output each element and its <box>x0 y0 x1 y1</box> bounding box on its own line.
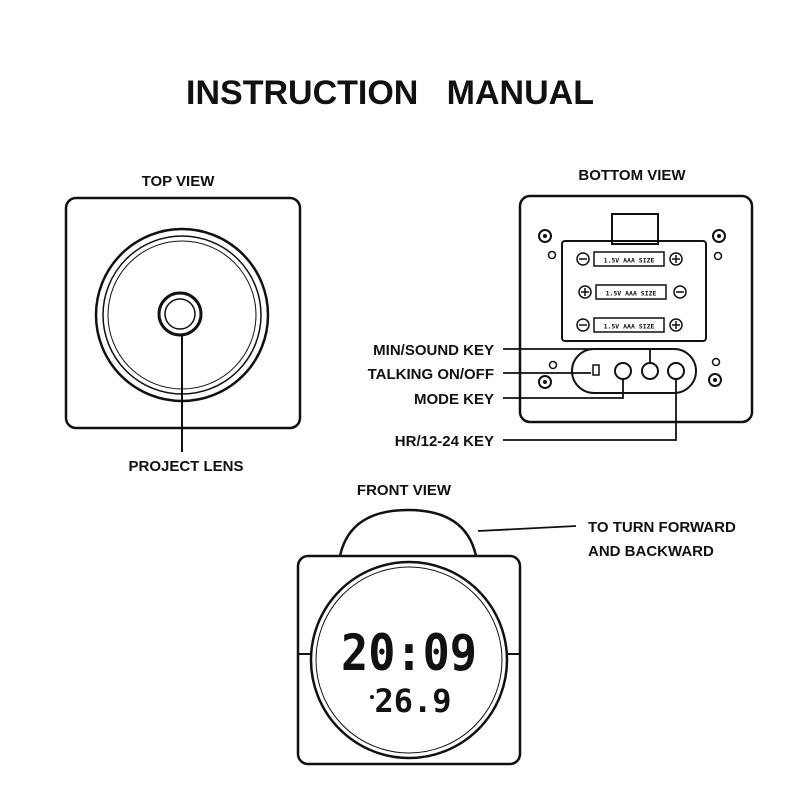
project-lens-icon <box>157 291 203 337</box>
front-view-heading: FRONT VIEW <box>357 482 452 499</box>
temperature-display: 26.9 <box>374 682 451 720</box>
battery-cell <box>593 317 665 333</box>
temperature-indicator-icon <box>370 695 374 699</box>
small-hole-icon <box>547 250 557 260</box>
small-hole-icon <box>713 251 723 261</box>
battery-compartment <box>561 240 707 342</box>
hr-12-24-key-button[interactable] <box>667 362 685 380</box>
battery-label: 1.5V AAA SIZE <box>606 290 657 298</box>
turn-label-line-2: AND BACKWARD <box>588 543 714 560</box>
battery-cell <box>593 251 665 267</box>
battery-plus-icon <box>669 318 683 332</box>
key-panel <box>571 348 697 394</box>
screw-icon <box>712 229 726 243</box>
top-view-heading: TOP VIEW <box>142 173 216 190</box>
time-display: 20:09 <box>341 624 477 682</box>
talking-on-off-label: TALKING ON/OFF <box>368 366 494 383</box>
battery-1: 1.5V AAA SIZE <box>576 251 683 267</box>
screw-icon <box>538 375 552 389</box>
battery-plus-icon <box>578 285 592 299</box>
screw-icon <box>538 229 552 243</box>
turn-leader-line <box>477 525 577 532</box>
battery-minus-icon <box>576 318 590 332</box>
bottom-view-body <box>518 194 754 424</box>
min-sound-key-label: MIN/SOUND KEY <box>373 342 494 359</box>
lcd-display <box>309 560 509 760</box>
project-lens-inner-icon <box>164 298 196 330</box>
mode-key-label: MODE KEY <box>414 391 494 408</box>
project-lens-label: PROJECT LENS <box>128 458 243 475</box>
battery-minus-icon <box>673 285 687 299</box>
bottom-view: BOTTOM VIEW 1.5V AAA SIZE 1.5V AAA SIZE <box>368 167 754 450</box>
mode-leader-line <box>503 379 624 399</box>
screw-icons <box>538 229 726 389</box>
battery-2: 1.5V AAA SIZE <box>578 284 687 300</box>
rotating-projector-head <box>338 508 478 557</box>
min-sound-key-button[interactable] <box>641 362 659 380</box>
top-view: TOP VIEW PROJECT LENS <box>64 173 302 475</box>
battery-label: 1.5V AAA SIZE <box>604 257 655 265</box>
lcd-display-bezel <box>315 566 503 754</box>
turn-label-line-1: TO TURN FORWARD <box>588 519 736 536</box>
small-hole-icon <box>711 357 721 367</box>
talking-switch[interactable] <box>592 364 600 376</box>
battery-3: 1.5V AAA SIZE <box>576 317 683 333</box>
mode-key-button[interactable] <box>614 362 632 380</box>
battery-plus-icon <box>669 252 683 266</box>
bottom-view-heading: BOTTOM VIEW <box>578 167 686 184</box>
screw-icon <box>708 373 722 387</box>
min-sound-leader-line <box>503 348 651 363</box>
front-view-body <box>296 554 522 766</box>
hr-leader-line <box>503 379 677 441</box>
small-hole-icon <box>548 360 558 370</box>
battery-cell <box>595 284 667 300</box>
battery-label: 1.5V AAA SIZE <box>604 323 655 331</box>
manual-title: INSTRUCTION MANUAL <box>186 74 594 112</box>
front-view: FRONT VIEW TO TURN FORWARD AND BACKWARD … <box>296 482 736 766</box>
bottom-tab <box>611 213 659 245</box>
hr-12-24-key-label: HR/12-24 KEY <box>395 433 494 450</box>
battery-minus-icon <box>576 252 590 266</box>
